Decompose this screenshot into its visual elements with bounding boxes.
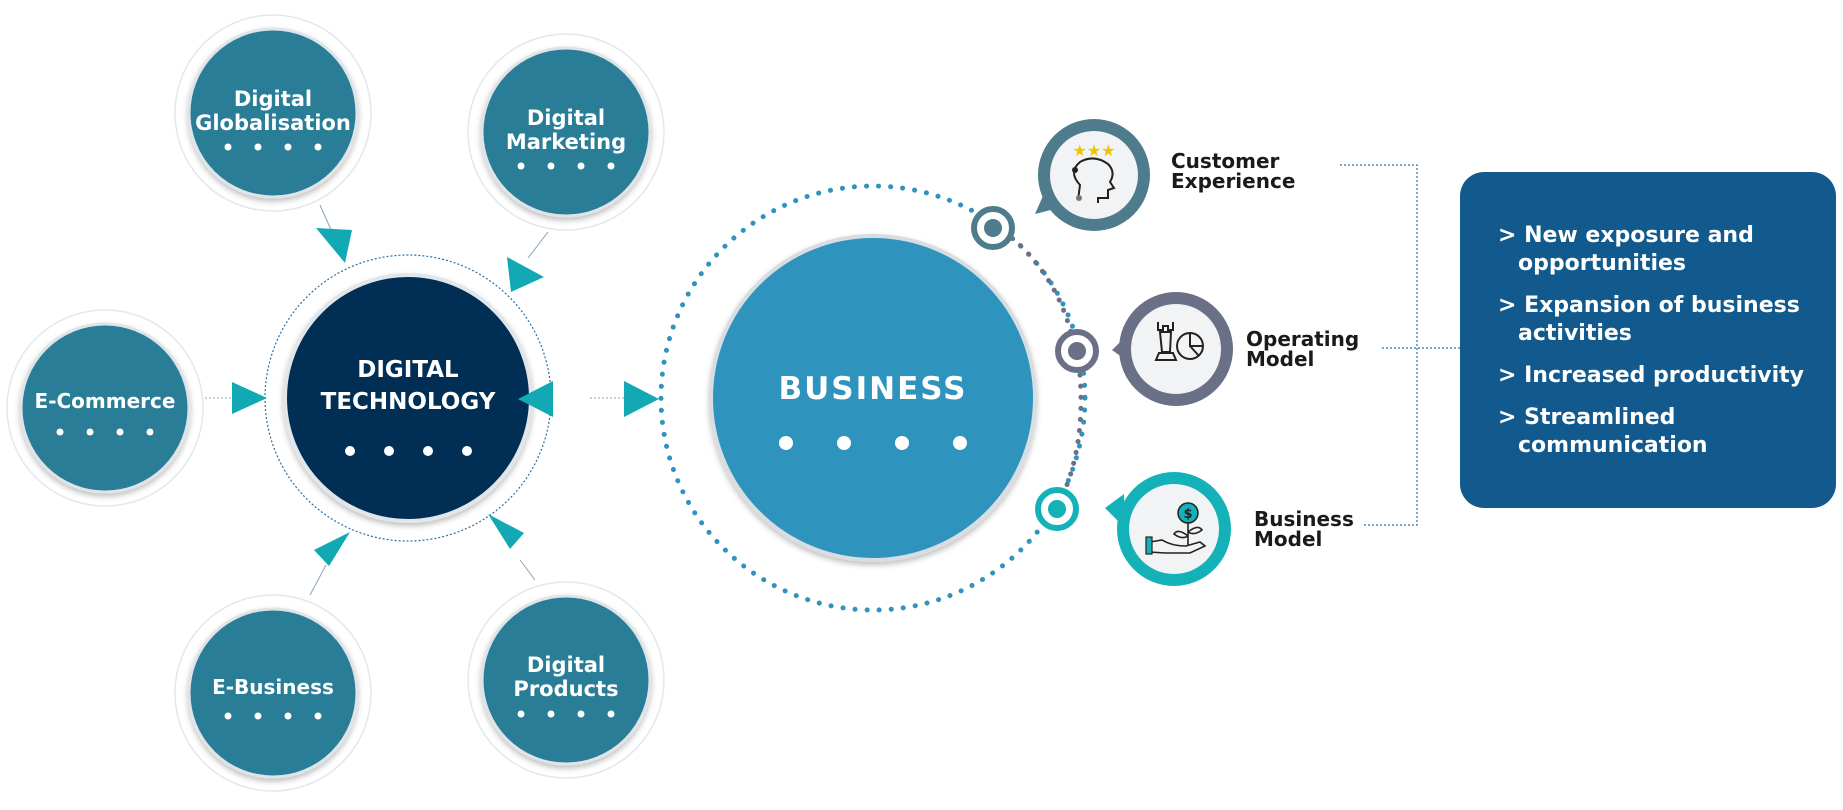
benefit-item: > Increased productivity — [1498, 363, 1804, 388]
dots-decoration — [517, 162, 615, 170]
benefit-item: > Expansion of business activities — [1498, 293, 1800, 346]
hand-money-plant-icon: $ — [1145, 502, 1207, 555]
hub-digital-technology: DIGITAL TECHNOLOGY — [264, 254, 552, 542]
dots-decoration — [224, 712, 322, 720]
satellite-label: E-Business — [212, 675, 334, 699]
arrow-from-ecommerce — [232, 382, 267, 414]
benefit-item: > Streamlined communication — [1498, 405, 1708, 458]
dots-decoration — [517, 710, 615, 718]
ring-node-operating — [1055, 329, 1099, 373]
arrow-from-ebusiness — [314, 532, 350, 566]
arrow-into-business — [624, 381, 659, 417]
dots-decoration — [345, 446, 472, 456]
satellite-digital-globalisation: Digital Globalisation — [174, 14, 372, 212]
dots-decoration — [56, 428, 154, 436]
satellite-e-business: E-Business — [174, 594, 372, 792]
satellite-digital-marketing: Digital Marketing — [467, 33, 665, 231]
svg-text:$: $ — [1183, 507, 1192, 522]
satellite-label-line2: Globalisation — [195, 111, 351, 135]
satellite-connectors — [205, 204, 624, 596]
customer-star-head-icon: ★★★ — [1072, 141, 1116, 203]
dots-decoration — [779, 436, 967, 450]
satellite-label-line1: Digital — [527, 106, 605, 130]
arrow-into-hub — [518, 381, 553, 417]
arrow-from-marketing — [507, 257, 544, 292]
hub-label-line2: TECHNOLOGY — [321, 389, 496, 415]
satellite-label-line1: Digital — [527, 653, 605, 677]
arrow-from-products — [488, 514, 524, 549]
business-dotted-ring — [658, 183, 1088, 613]
dots-decoration — [224, 143, 322, 151]
satellite-e-commerce: E-Commerce — [6, 309, 204, 507]
satellite-label-line2: Products — [513, 677, 618, 701]
aspect-label-line1: Operating — [1246, 327, 1359, 351]
hub-label-line1: DIGITAL — [357, 357, 459, 383]
benefit-item: > New exposure and opportunities — [1498, 223, 1754, 276]
bubble-customer-experience: ★★★ — [1035, 119, 1150, 231]
svg-text:★★★: ★★★ — [1072, 141, 1115, 160]
business-label: BUSINESS — [778, 371, 967, 407]
ring-node-business-model — [1035, 487, 1079, 531]
ring-node-customer — [971, 206, 1015, 250]
arrows — [232, 228, 659, 566]
aspect-label-line1: Customer — [1171, 149, 1280, 173]
benefits-list: > New exposure and opportunities > Expan… — [1498, 222, 1826, 460]
business-circle: BUSINESS — [658, 183, 1088, 613]
bracket-connectors — [1340, 164, 1460, 526]
aspect-label-line2: Model — [1246, 347, 1314, 371]
aspect-label-line1: Business — [1254, 507, 1354, 531]
satellite-label-line2: Marketing — [506, 130, 626, 154]
satellite-label: E-Commerce — [35, 389, 176, 413]
aspect-label-line2: Model — [1254, 527, 1322, 551]
chess-rook-chart-icon — [1154, 322, 1204, 361]
bubble-operating-model — [1112, 292, 1233, 406]
benefits-panel: > New exposure and opportunities > Expan… — [1460, 172, 1836, 508]
satellite-digital-products: Digital Products — [467, 581, 665, 779]
satellite-label-line1: Digital — [234, 87, 312, 111]
arrow-from-globalisation — [316, 228, 352, 263]
bubble-business-model: $ — [1105, 472, 1231, 586]
aspect-label-line2: Experience — [1171, 169, 1295, 193]
